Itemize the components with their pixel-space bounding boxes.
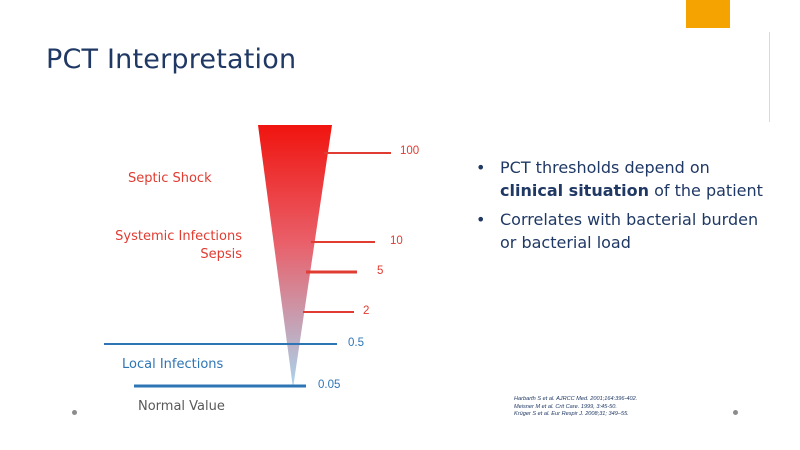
references: Harbarth S et al. AJRCC Med. 2001;164:39… <box>514 396 637 419</box>
zone-label-septic-shock: Septic Shock <box>128 171 212 186</box>
bullet-list: •PCT thresholds depend on clinical situa… <box>470 156 770 260</box>
bullet-marker: • <box>476 158 486 177</box>
zone-label-normal-value: Normal Value <box>138 399 225 414</box>
bullet-marker: • <box>476 210 486 229</box>
zone-label-systemic-infections: Systemic Infections <box>115 229 242 244</box>
threshold-label-2: 2 <box>363 305 370 317</box>
page-title: PCT Interpretation <box>46 44 297 75</box>
nav-dot-right <box>733 410 738 415</box>
threshold-label-5: 5 <box>377 265 384 277</box>
threshold-label-0-5: 0.5 <box>348 337 364 349</box>
nav-dot-left <box>72 410 77 415</box>
threshold-label-0-05: 0.05 <box>318 379 341 391</box>
bullet-emphasis: clinical situation <box>500 181 650 200</box>
threshold-label-100: 100 <box>400 145 420 157</box>
reference-item: Harbarth S et al. AJRCC Med. 2001;164:39… <box>514 396 638 402</box>
bullet-item-correlates: •Correlates with bacterial burden or bac… <box>476 210 759 252</box>
accent-square <box>686 0 730 28</box>
reference-item: Meisner M et al. Crit Care. 1999, 3:45-5… <box>514 403 617 410</box>
pct-concentration-wedge <box>258 125 332 388</box>
zone-label-sepsis: Sepsis <box>200 247 242 262</box>
bullet-item-thresholds: •PCT thresholds depend on clinical situa… <box>476 158 763 200</box>
decorative-divider <box>769 32 770 122</box>
zone-label-local-infections: Local Infections <box>122 357 224 372</box>
threshold-label-10: 10 <box>390 235 403 247</box>
reference-item: Krüger S et al. Eur Respir J. 2008;31; 3… <box>514 411 629 418</box>
